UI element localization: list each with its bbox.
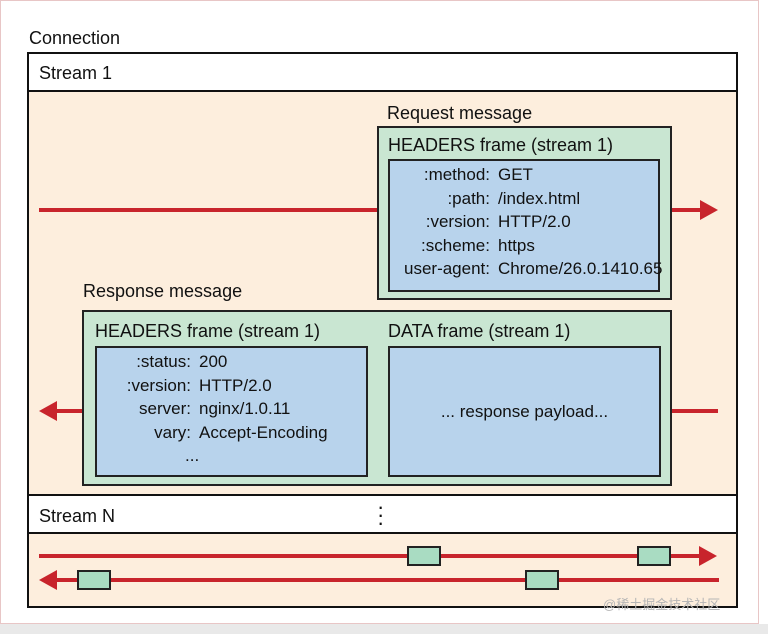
response-arrow-line-left: [55, 409, 83, 413]
request-header-row: user-agent: Chrome/26.0.1410.65: [398, 257, 662, 281]
header-value: Accept-Encoding: [199, 422, 328, 442]
response-payload: ... response payload...: [440, 402, 609, 421]
request-arrow-head: [700, 200, 718, 220]
response-header-row: vary: Accept-Encoding: [105, 421, 358, 445]
request-arrow-line-right: [672, 208, 702, 212]
response-headers-block: :status: 200 :version: HTTP/2.0 server: ngi…: [95, 346, 368, 477]
header-value: /index.html: [498, 188, 581, 208]
response-arrow-head: [39, 401, 57, 421]
header-value: HTTP/2.0: [199, 375, 272, 395]
stream-n-inbound-line: [55, 578, 719, 582]
data-frame-title: DATA frame (stream 1): [388, 321, 571, 341]
stream-n-frame: [525, 570, 559, 590]
connection-box: Stream 1 Request message HEADERS frame (…: [27, 52, 738, 608]
vertical-ellipsis: ···: [377, 494, 385, 535]
response-header-row: ...: [105, 444, 358, 468]
response-headers-frame-title: HEADERS frame (stream 1): [95, 321, 321, 341]
stream-n-inbound-arrow-head: [39, 570, 57, 590]
stream-n-header: Stream N ···: [29, 494, 736, 534]
stream-n-frame: [637, 546, 671, 566]
request-headers-frame-title: HEADERS frame (stream 1): [388, 135, 614, 155]
response-header-row: server: nginx/1.0.11: [105, 397, 358, 421]
response-headers-list: :status: 200 :version: HTTP/2.0 server: ngi…: [105, 350, 358, 468]
stream-n-frame: [407, 546, 441, 566]
header-value: Chrome/26.0.1410.65: [498, 259, 663, 278]
connection-label: Connection: [29, 28, 121, 48]
header-ellipsis: ...: [185, 446, 200, 465]
request-header-row: :scheme: https: [398, 234, 650, 258]
request-headers-block: :method: GET :path: /index.html :version: H…: [388, 159, 662, 292]
stream-n-frame: [77, 570, 111, 590]
response-header-row: :status: 200: [105, 350, 358, 374]
stream-n-outbound-line: [39, 554, 701, 558]
request-header-row: :version: HTTP/2.0: [398, 210, 650, 234]
response-header-row: :version: HTTP/2.0: [105, 374, 358, 398]
header-value: GET: [498, 165, 533, 184]
request-headers-list: :method: GET :path: /index.html :version: H…: [398, 163, 662, 281]
stream-n-outbound-arrow-head: [699, 546, 717, 566]
header-key: :version:: [126, 375, 191, 395]
stream-n-body: [29, 534, 736, 606]
header-key: :status:: [136, 352, 191, 371]
stream-n-label: Stream N: [39, 506, 116, 526]
header-value: 200: [199, 352, 228, 371]
image-border: [0, 0, 759, 624]
header-key: server:: [139, 399, 191, 418]
header-key: :path:: [447, 188, 490, 208]
stream-1-label: Stream 1: [39, 63, 113, 83]
header-key: user-agent:: [404, 259, 490, 278]
data-frame-block: ... response payload...: [388, 346, 661, 477]
bottom-bar: [0, 624, 768, 634]
watermark: @稀土掘金技术社区: [603, 597, 721, 612]
header-value: HTTP/2.0: [498, 212, 571, 231]
response-arrow-line-right: [672, 409, 718, 413]
request-header-row: :path: /index.html: [398, 187, 650, 211]
stream-1-body: Request message HEADERS frame (stream 1)…: [29, 92, 736, 494]
request-header-row: :method: GET: [398, 163, 650, 187]
request-arrow-line-left: [39, 208, 379, 212]
stream-1-header: Stream 1: [29, 54, 736, 92]
response-frames-group: HEADERS frame (stream 1) :status: 200 :ve…: [82, 310, 672, 486]
request-headers-frame: HEADERS frame (stream 1) :method: GET :pa…: [377, 126, 672, 300]
header-key: vary:: [154, 422, 191, 442]
request-message-label: Request message: [387, 103, 533, 123]
header-key: :scheme:: [421, 235, 490, 255]
header-value: nginx/1.0.11: [199, 399, 291, 418]
response-message-label: Response message: [83, 281, 243, 301]
header-value: https: [498, 235, 535, 255]
header-key: :method:: [423, 165, 490, 184]
header-key: :version:: [425, 212, 490, 231]
header-key: [105, 444, 191, 468]
